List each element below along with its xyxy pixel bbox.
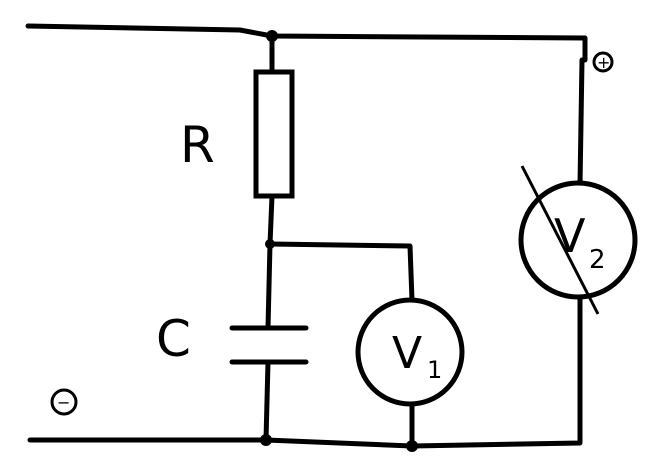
junction-dot-bottom-right [406, 440, 418, 452]
positive-terminal-sign: + [597, 53, 610, 72]
voltmeter-1 [355, 297, 465, 407]
v2-top-wire [577, 57, 585, 188]
v2-bottom-wire [409, 295, 583, 449]
resistor-lead-bottom [267, 193, 275, 247]
junction-dot-middle [265, 239, 275, 249]
v1-top-wire [267, 241, 415, 303]
junction-dot-top [266, 30, 278, 42]
bottom-wire [27, 437, 415, 449]
capacitor-lead-top [265, 241, 273, 331]
voltmeter-2-index: 2 [589, 245, 606, 275]
voltmeter-1-letter: V [392, 328, 422, 379]
voltmeter-1-index: 1 [427, 356, 442, 384]
negative-terminal-icon [50, 388, 78, 416]
voltmeter-2 [518, 180, 638, 300]
capacitor-lead-bottom [263, 359, 271, 443]
resistor-label: R [180, 116, 215, 174]
voltmeter-2-rheostat-arrow [520, 165, 600, 315]
positive-terminal-icon [592, 51, 614, 73]
resistor [253, 69, 295, 199]
junction-dot-bottom-left [260, 434, 272, 446]
top-wire [25, 23, 588, 63]
capacitor-label: C [156, 310, 191, 368]
voltmeter-2-letter: V [554, 209, 586, 263]
negative-terminal-sign: − [57, 393, 70, 412]
